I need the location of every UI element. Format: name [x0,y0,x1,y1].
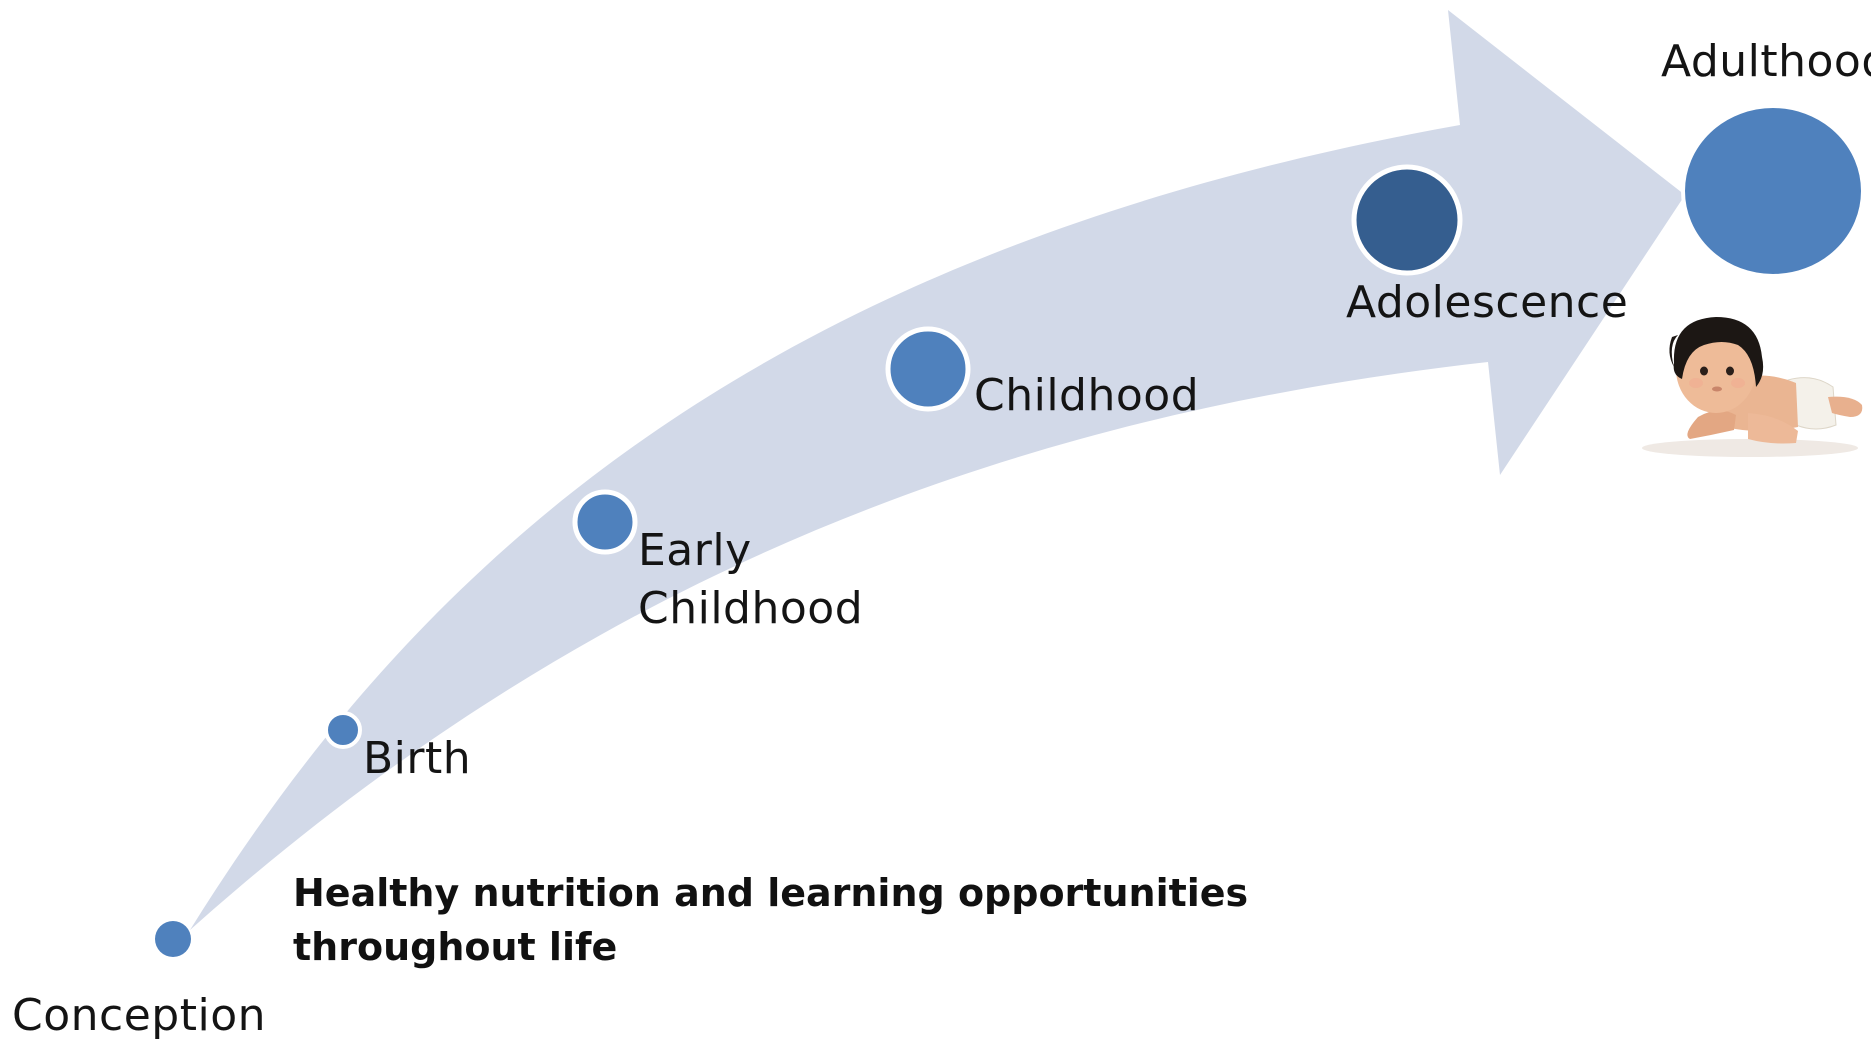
early-childhood-label-line1: Early [638,525,752,576]
conception-label: Conception [12,990,267,1041]
adolescence-dot [1351,164,1463,276]
caption-line-2: throughout life [293,925,618,969]
adolescence-label: Adolescence [1346,277,1629,328]
caption-line-1: Healthy nutrition and learning opportuni… [293,871,1249,915]
adulthood-label: Adulthood [1661,36,1871,87]
early-childhood-label-line2: Childhood [638,583,864,634]
baby-photo [1642,317,1863,457]
birth-dot [324,711,362,749]
birth-label: Birth [363,733,472,784]
childhood-dot [885,326,971,412]
conception-dot [155,921,191,957]
childhood-label: Childhood [974,370,1200,421]
early-childhood-dot [572,489,638,555]
life-course-arrow [190,10,1685,930]
adulthood-dot [1681,104,1865,278]
